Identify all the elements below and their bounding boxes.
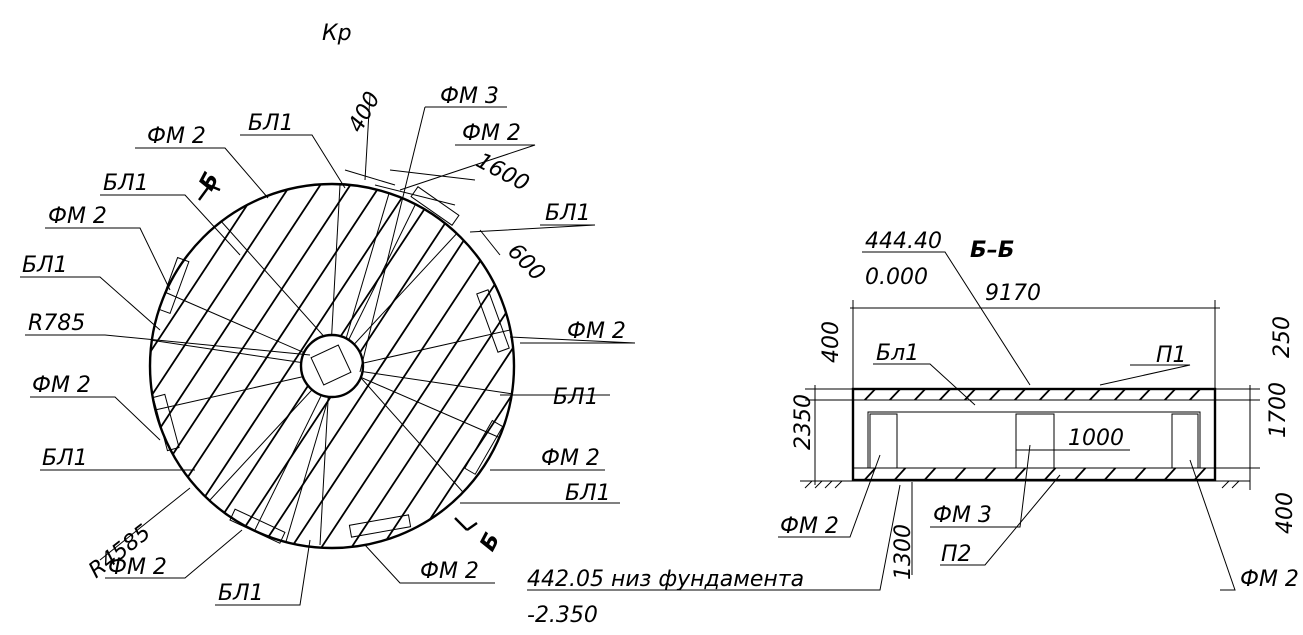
label-bl1-top: БЛ1 — [248, 111, 294, 136]
label-fm2-bottom-left: ФМ 2 — [108, 555, 167, 580]
label-bl1-bottom: БЛ1 — [218, 581, 264, 606]
label-fm2-left1: ФМ 2 — [48, 204, 107, 229]
outer-circle — [148, 182, 516, 550]
label-fm2-section-left: ФМ 2 — [780, 514, 839, 539]
label-bl1-left3: БЛ1 — [42, 446, 88, 471]
label-bl1-left2: БЛ1 — [22, 253, 68, 278]
label-elev-bottom: 442.05 низ фундамента — [527, 567, 804, 592]
label-2350: 2350 — [791, 394, 816, 450]
label-400-left: 400 — [819, 321, 844, 363]
cut-mark-bottom: Б — [454, 517, 506, 556]
label-fm2-section-right: ФМ 2 — [1240, 567, 1299, 592]
label-fm2-bottom-right: ФМ 2 — [420, 559, 479, 584]
label-fm2-top-right: ФМ 2 — [462, 121, 521, 146]
label-r785: R785 — [28, 311, 85, 336]
label-fm2-right1: ФМ 2 — [567, 319, 626, 344]
label-bl1-left1: БЛ1 — [103, 171, 149, 196]
label-elev-top: 444.40 — [865, 229, 942, 254]
inner-square — [310, 344, 352, 386]
section-leaders — [527, 251, 1236, 591]
label-fm2-left2: ФМ 2 — [32, 373, 91, 398]
label-fm2-top-left: ФМ 2 — [147, 124, 206, 149]
section-outline — [851, 387, 1217, 482]
label-fm3-section: ФМ 3 — [933, 503, 992, 528]
label-400-bottom: 400 — [1273, 492, 1298, 534]
plan-title: Кр — [322, 21, 352, 46]
label-1700: 1700 — [1266, 382, 1291, 438]
plan-leaders — [20, 94, 636, 606]
section-cavity — [867, 411, 1201, 469]
label-bl1-right1: БЛ1 — [545, 201, 591, 226]
section-view: Б–Б — [527, 229, 1299, 628]
section-blocks — [869, 413, 1199, 469]
label-fm2-right2: ФМ 2 — [541, 446, 600, 471]
label-p1: П1 — [1156, 343, 1187, 368]
label-fm3-top: ФМ 3 — [440, 84, 499, 109]
label-p2: П2 — [941, 542, 972, 567]
label-250: 250 — [1270, 316, 1295, 358]
label-400-top: 400 — [344, 88, 386, 137]
section-title: Б–Б — [970, 238, 1015, 263]
section-dimensions — [805, 300, 1260, 575]
perimeter-blocks — [152, 186, 510, 544]
inner-circle — [299, 333, 365, 399]
cut-mark-top: Б — [195, 168, 225, 201]
label-bl1-section: Бл1 — [876, 341, 919, 366]
svg-text:Б: Б — [195, 168, 225, 195]
label-1300: 1300 — [891, 524, 916, 580]
ground-line — [800, 480, 1250, 489]
label-600: 600 — [502, 239, 549, 286]
plan-view: Кр — [20, 21, 636, 606]
label-bl1-right3: БЛ1 — [565, 481, 611, 506]
svg-text:Б: Б — [476, 529, 506, 556]
label-elev-bottom-rel: -2.350 — [527, 603, 598, 628]
label-9170: 9170 — [985, 281, 1041, 306]
label-elev-top-rel: 0.000 — [865, 265, 928, 290]
label-1000: 1000 — [1068, 426, 1124, 451]
label-bl1-right2: БЛ1 — [553, 385, 599, 410]
